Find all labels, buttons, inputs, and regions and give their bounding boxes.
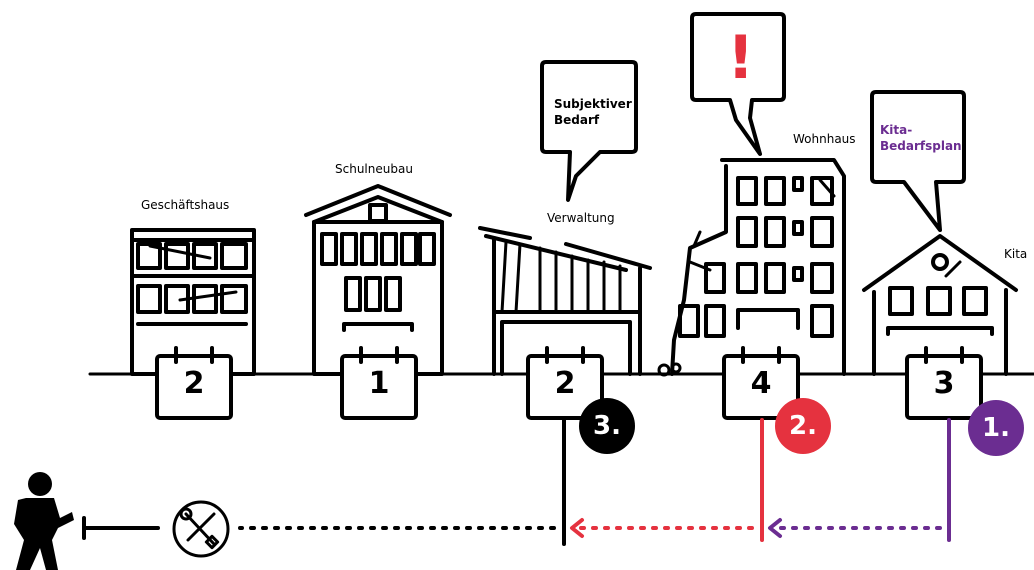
wrench-screwdriver-icon	[174, 502, 228, 556]
calendar-count: 2	[528, 366, 602, 401]
building-kita	[864, 236, 1016, 374]
building-wohnhaus	[659, 160, 844, 375]
speech-bubble-kita	[872, 92, 964, 230]
priority-badge-2: 2.	[775, 398, 831, 454]
building-geschaeftshaus	[132, 230, 254, 374]
label-verwaltung: Verwaltung	[547, 211, 615, 225]
calendar-count: 1	[342, 366, 416, 401]
building-schulneubau	[306, 186, 450, 374]
bubble-line: Bedarfsplan	[880, 138, 962, 154]
label-kita: Kita	[1004, 247, 1027, 261]
bubble-text-kita: Kita- Bedarfsplan	[880, 122, 962, 154]
label-geschaeftshaus: Geschäftshaus	[141, 198, 229, 212]
arrowhead-purple	[770, 520, 780, 536]
label-wohnhaus: Wohnhaus	[793, 132, 856, 146]
speech-bubble-verwaltung	[542, 62, 636, 200]
priority-badge-3: 3.	[579, 398, 635, 454]
exclamation-mark: !	[727, 28, 754, 88]
label-schulneubau: Schulneubau	[335, 162, 413, 176]
bubble-line: Bedarf	[554, 112, 632, 128]
bubble-line: Kita-	[880, 122, 962, 138]
bubble-line: Subjektiver	[554, 96, 632, 112]
calendar-count: 2	[157, 366, 231, 401]
bubble-text-verwaltung: Subjektiver Bedarf	[554, 96, 632, 128]
calendar-count: 4	[724, 366, 798, 401]
calendar-count: 3	[907, 366, 981, 401]
building-verwaltung	[480, 228, 650, 374]
priority-badge-1: 1.	[968, 400, 1024, 456]
walking-person-icon	[14, 472, 74, 570]
